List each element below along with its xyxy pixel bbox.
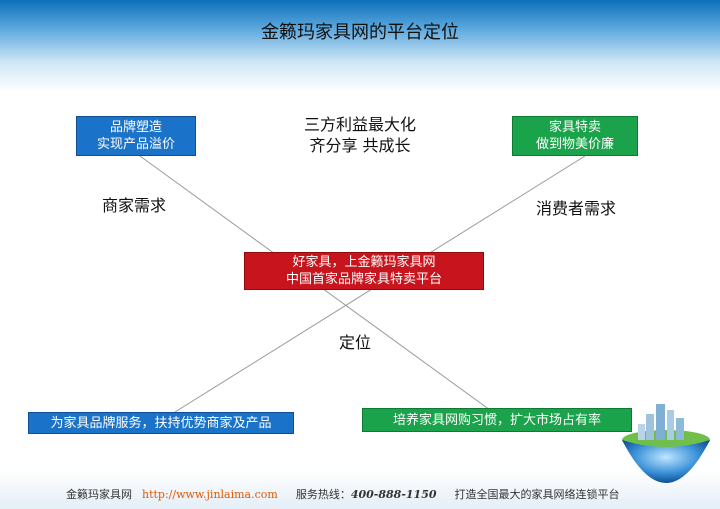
three-party-line-1: 三方利益最大化 [303,115,416,134]
footer: 金籁玛家具网 http://www.jinlaima.com 服务热线：400-88… [66,486,620,502]
furniture-sale-line-1: 家具特卖 [548,120,601,135]
page-title: 金籁玛家具网的平台定位 [261,22,459,43]
cultivate-habits-box: 培养家具网购习惯，扩大市场占有率 [362,408,632,432]
consumer-demand-label: 消费者需求 [536,199,617,218]
three-party-line-2: 齐分享 共成长 [309,136,411,155]
serve-brands-box: 为家具品牌服务，扶持优势商家及产品 [28,412,294,434]
furniture-sale-box: 家具特卖 做到物美价廉 [512,116,638,156]
brand-building-box: 品牌塑造 实现产品溢价 [76,116,196,156]
footer-slogan: 打造全国最大的家具网络连锁平台 [454,488,620,501]
footer-hotline: 400-888-1150 [350,488,437,501]
brand-building-line-2: 实现产品溢价 [96,137,175,152]
merchant-demand-label: 商家需求 [102,196,167,215]
platform-slogan-line-1: 好家具，上金籁玛家具网 [292,255,436,270]
footer-hotline-label: 服务热线： [295,488,351,501]
city-globe-icon [622,404,710,483]
platform-slogan-box: 好家具，上金籁玛家具网 中国首家品牌家具特卖平台 [244,252,484,290]
footer-url-link[interactable]: http://www.jinlaima.com [142,488,278,501]
footer-brand: 金籁玛家具网 [66,488,132,501]
positioning-label: 定位 [339,333,372,352]
brand-building-line-1: 品牌塑造 [109,120,162,135]
platform-slogan-line-2: 中国首家品牌家具特卖平台 [285,272,442,287]
furniture-sale-line-2: 做到物美价廉 [535,137,614,152]
three-party-benefit: 三方利益最大化 齐分享 共成长 [280,114,440,156]
